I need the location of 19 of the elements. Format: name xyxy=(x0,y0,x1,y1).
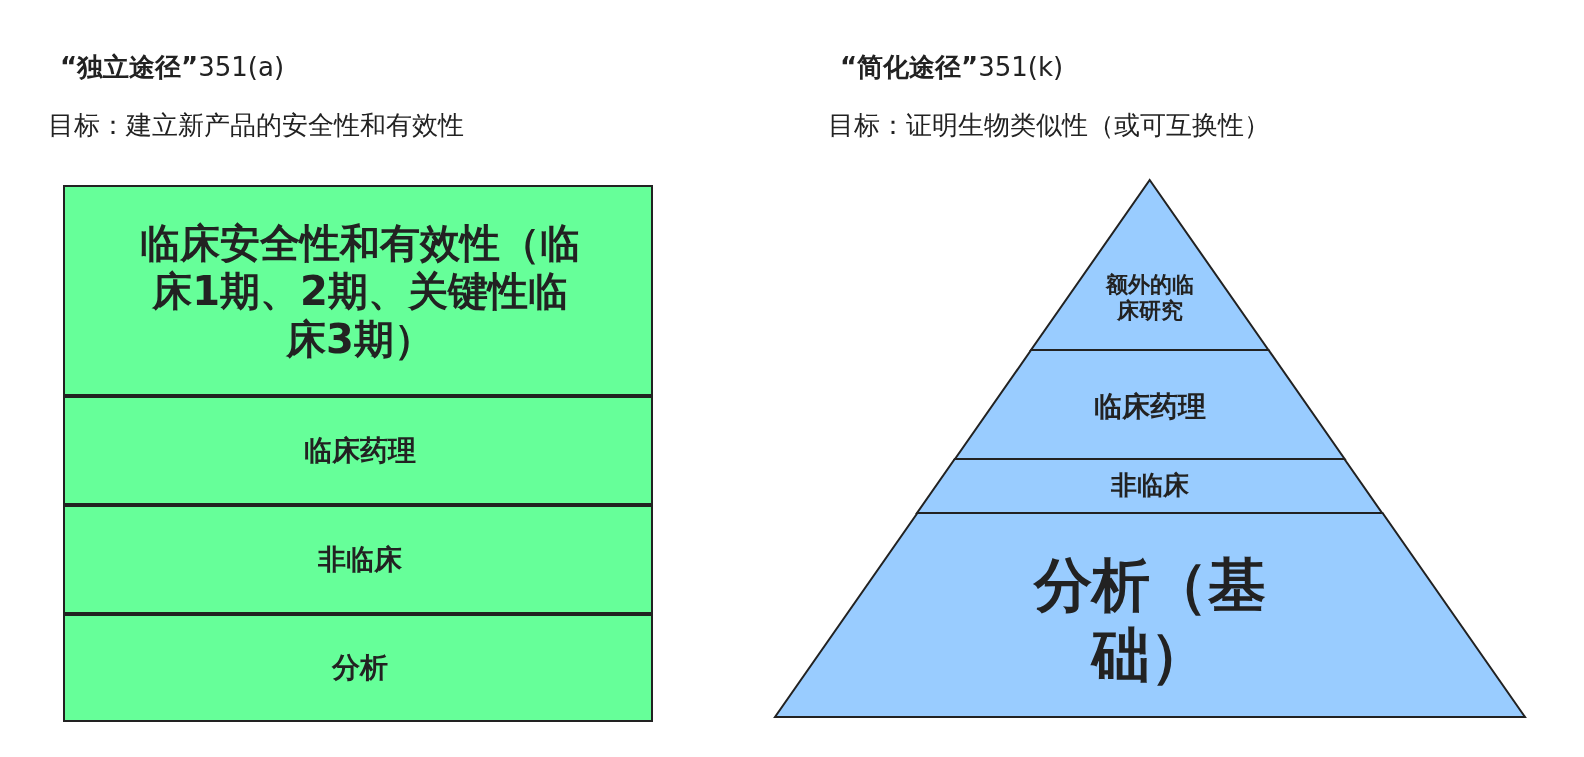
heading: “独立途径”351(a) xyxy=(60,51,285,84)
layer-label: 分析 xyxy=(331,651,389,685)
layer-label: 非临床 xyxy=(317,542,403,577)
layer-label: 临床安全性和有效性（临床1期、2期、关键性临床3期） xyxy=(140,218,580,363)
layer-label: 临床药理 xyxy=(303,433,417,468)
subtitle: 目标：建立新产品的安全性和有效性 xyxy=(48,109,464,142)
layer-label: 非临床 xyxy=(1110,470,1190,502)
stack-layer xyxy=(63,505,653,614)
layer-label: 临床药理 xyxy=(1093,390,1207,424)
pyramid-layer xyxy=(955,350,1345,459)
pyramid-layer xyxy=(917,459,1383,513)
stack-layer xyxy=(63,614,653,722)
stack-layer xyxy=(63,396,653,505)
subtitle: 目标：证明生物类似性（或可互换性） xyxy=(828,109,1270,142)
pyramid-layer xyxy=(1031,180,1269,350)
layer-label: 额外的临床研究 xyxy=(1104,272,1195,325)
layer-label: 分析（基础） xyxy=(1032,551,1267,691)
heading: “简化途径”351(k) xyxy=(840,51,1064,84)
stack-layer xyxy=(63,185,653,396)
